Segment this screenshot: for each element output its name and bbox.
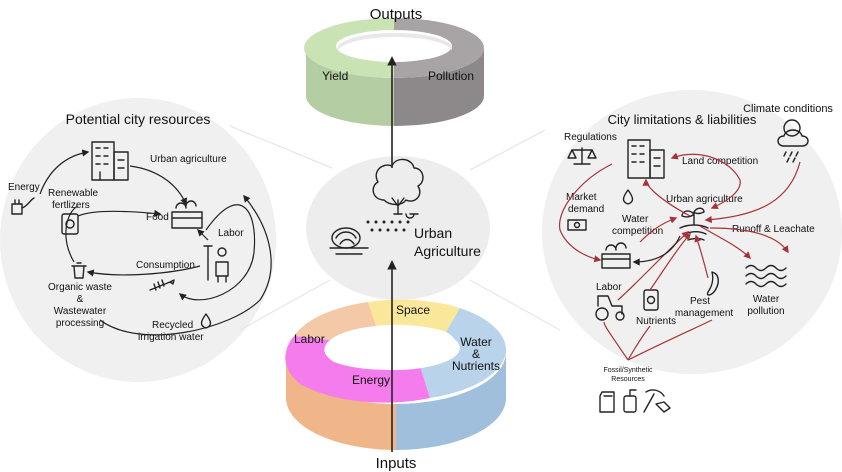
left-organic-amp: &: [77, 294, 84, 305]
space-segment: [368, 299, 460, 332]
inputs-title: Inputs: [376, 455, 417, 472]
yield-label: Yield: [322, 69, 348, 83]
pickaxe-icon: [643, 389, 671, 413]
right-regulations-label: Regulations: [564, 132, 617, 143]
right-water-poll-line2: pollution: [747, 306, 784, 317]
right-black-arrows: [632, 235, 681, 266]
cabbage-icon: [329, 227, 369, 255]
input-water-line1: Water: [460, 335, 492, 349]
right-market-line2: demand: [568, 204, 604, 215]
right-arrows: [559, 152, 801, 361]
connector-rays: [229, 125, 561, 331]
right-water-poll-line1: Water: [753, 294, 780, 305]
left-consumption-label: Consumption: [136, 260, 195, 271]
pollution-label: Pollution: [428, 69, 474, 83]
trash-icon: [71, 262, 87, 279]
yield-segment: [304, 18, 394, 78]
left-energy-label: Energy: [8, 182, 40, 193]
left-recycled-line2: irrigation water: [138, 332, 204, 343]
fishbone-icon: [149, 279, 175, 291]
inputs-ring: [285, 299, 507, 450]
left-labor-label: Labor: [218, 228, 244, 239]
outputs-ring: [304, 18, 484, 126]
sprayer-icon: [623, 389, 637, 413]
scale-icon: [567, 147, 597, 165]
input-energy-label: Energy: [352, 373, 390, 387]
drop-icon-right: [622, 189, 634, 205]
outputs-title: Outputs: [370, 6, 423, 23]
center-title-line2: Agriculture: [414, 243, 481, 259]
right-climate-label: Climate conditions: [743, 103, 833, 115]
input-water-line2: Nutrients: [452, 359, 500, 373]
soil-dots: [366, 220, 410, 232]
input-space-label: Space: [396, 303, 430, 317]
left-organic-line1: Organic waste: [48, 282, 112, 293]
right-nutrients-label: Nutrients: [636, 316, 676, 327]
money-icon: [567, 219, 587, 231]
right-water-comp-line1: Water: [622, 214, 649, 225]
left-urban-agriculture: Urban agriculture: [150, 154, 227, 165]
center-panel: [306, 156, 490, 300]
pepper-icon: [706, 271, 719, 296]
right-title: City limitations & liabilities: [608, 112, 757, 127]
pollution-segment: [394, 18, 484, 78]
plug-icon: [11, 197, 35, 215]
right-labor-label: Labor: [596, 282, 622, 293]
water-segment: [420, 308, 507, 398]
basket-icon-right: [601, 242, 631, 269]
basket-icon-left: [171, 200, 203, 229]
left-title: Potential city resources: [66, 111, 211, 127]
building-icon-left: [91, 141, 129, 181]
left-organic-line2: Wastewater: [54, 306, 107, 317]
left-organic-line3: processing: [56, 318, 104, 329]
farmer-icon: [203, 245, 229, 283]
labor-segment: [294, 302, 376, 340]
left-renewable-line2: fertlizers: [52, 200, 90, 211]
right-fossil-line2: Resources: [611, 376, 645, 383]
right-water-comp-line2: competition: [612, 226, 663, 237]
input-labor-label: Labor: [294, 332, 325, 346]
energy-segment: [285, 336, 430, 403]
center-title-line1: Urban: [414, 225, 452, 241]
right-urban-agriculture: Urban agriculture: [666, 194, 743, 205]
tree-icon: [372, 158, 424, 219]
left-arrows: [39, 149, 272, 336]
cloud-rain-icon: [777, 119, 809, 163]
right-pest-line1: Pest: [690, 296, 710, 307]
right-pest-line2: management: [675, 308, 734, 319]
right-runoff-label: Runoff & Leachate: [732, 224, 815, 235]
waves-icon: [745, 264, 787, 288]
left-recycled-line1: Recycled: [152, 320, 193, 331]
canister-icon: [599, 391, 615, 413]
left-food-label: Food: [146, 212, 169, 223]
left-panel: [0, 98, 276, 382]
left-renewable-line1: Renewable: [48, 188, 98, 199]
input-water-amp: &: [472, 347, 480, 361]
right-land-competition: Land competition: [682, 156, 758, 167]
right-fossil-line1: Fossil/Synthetic: [603, 367, 653, 374]
right-market-line1: Market: [566, 192, 597, 203]
tractor-icon: [595, 295, 625, 321]
fertilizer-bag-icon-right: [643, 289, 659, 311]
building-icon-right: [627, 139, 665, 179]
